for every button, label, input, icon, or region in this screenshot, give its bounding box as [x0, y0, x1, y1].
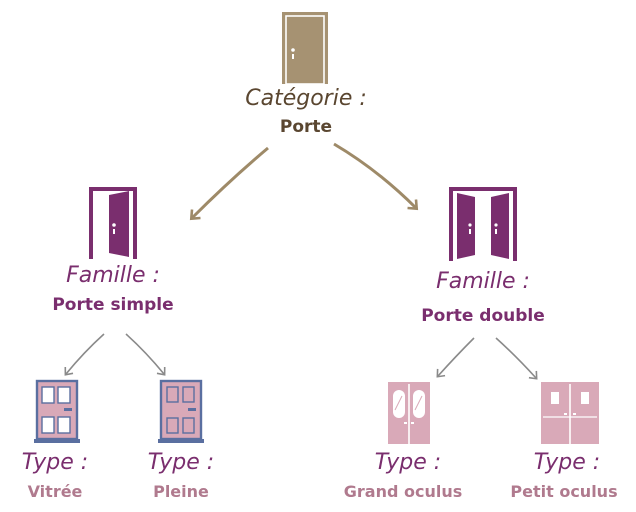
- solid-door-icon: [158, 379, 204, 443]
- type-petit-oculus-value: Petit oculus: [510, 482, 618, 501]
- large-porthole-double-door-icon: [386, 380, 432, 446]
- type-pleine-value: Pleine: [153, 482, 209, 501]
- arrow-to-pleine: [125, 333, 166, 376]
- arrow-to-porte-double: [333, 142, 419, 211]
- type-grand-oculus-value: Grand oculus: [343, 482, 463, 501]
- type-petit-oculus-heading: Type :: [533, 450, 601, 475]
- category-value: Porte: [279, 117, 333, 137]
- family-double-value: Porte double: [421, 306, 545, 326]
- arrow-to-vitree: [64, 333, 105, 376]
- family-simple-heading: Famille :: [66, 263, 160, 288]
- type-grand-oculus-heading: Type :: [374, 450, 442, 475]
- door-icon: [281, 11, 329, 85]
- type-vitree-heading: Type :: [21, 450, 89, 475]
- category-heading: Catégorie :: [245, 86, 367, 111]
- single-door-open-icon: [89, 187, 137, 259]
- small-porthole-double-door-icon: [539, 380, 601, 446]
- arrow-to-grand-oculus: [436, 337, 475, 378]
- double-door-open-icon: [449, 187, 517, 261]
- type-pleine-heading: Type :: [147, 450, 215, 475]
- family-double-heading: Famille :: [436, 269, 530, 294]
- family-simple-value: Porte simple: [52, 295, 174, 315]
- glazed-door-icon: [34, 379, 80, 443]
- arrow-to-petit-oculus: [495, 337, 538, 380]
- type-vitree-value: Vitrée: [27, 482, 83, 501]
- arrow-to-porte-simple: [189, 146, 269, 221]
